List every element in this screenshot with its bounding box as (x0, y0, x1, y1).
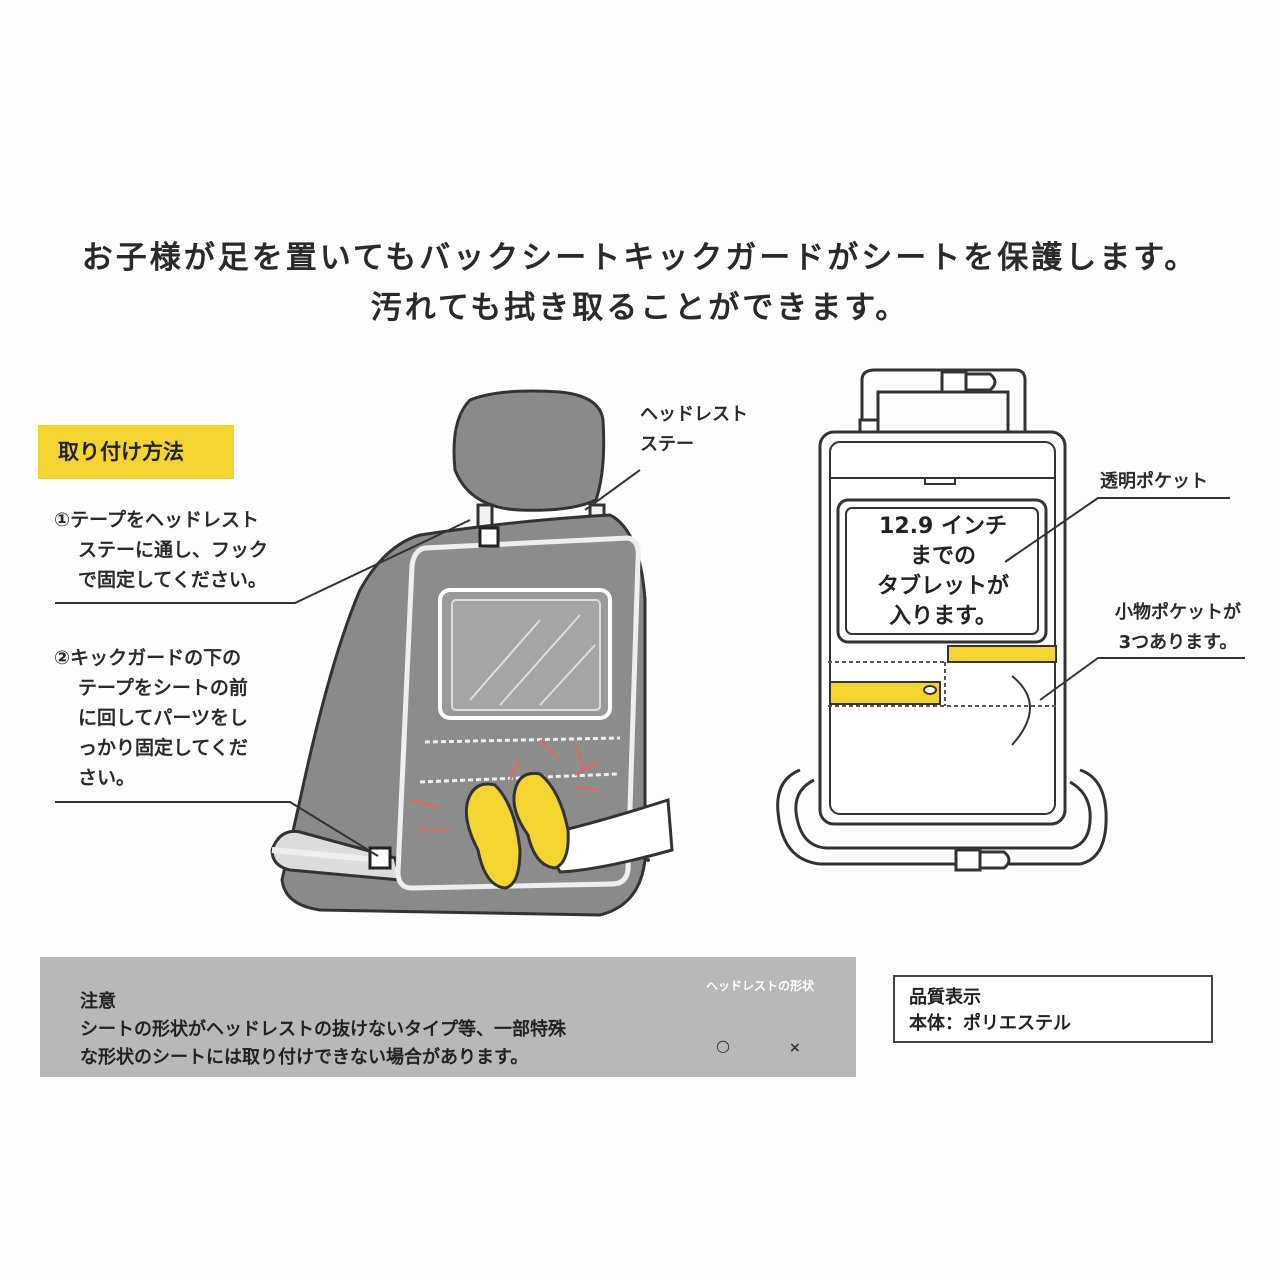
quality-label-box: 品質表示 本体：ポリエステル (893, 975, 1213, 1043)
small-pocket-line-2: 3つあります。 (1118, 632, 1238, 653)
bottom-buckle-b (978, 850, 1011, 870)
headrest-stay-line-2: ステー (640, 434, 694, 455)
headrest-ok-mark: ○ (716, 1036, 730, 1055)
kick-impact-lines (409, 739, 601, 831)
install-step-1-line-1: ①テープをヘッドレスト (54, 509, 259, 531)
install-step-1-line-2: ステーに通し、フック (78, 539, 269, 561)
install-step-2-line-3: に回してパーツをし (78, 707, 249, 729)
headline-line-2: 汚れても拭き取ることができます。 (370, 290, 910, 326)
tablet-window-inner (451, 599, 601, 711)
notice-title: 注意 (80, 991, 116, 1012)
install-step-2-line-4: っかり固定してくだ (78, 737, 248, 759)
shoe-right (512, 771, 570, 870)
tablet-note-line-4: 入ります。 (889, 604, 997, 629)
notice-content: 注意 シートの形状がヘッドレストの抜けないタイプ等、一部特殊 な形状のシートには… (80, 988, 566, 1072)
strap-buckle-top (478, 526, 500, 548)
small-pocket-callout: 小物ポケットが 3つあります。 (1098, 598, 1258, 658)
tablet-size-note: 12.9 インチ までの タブレットが 入ります。 (858, 512, 1028, 632)
headrest-ng-mark: × (789, 1040, 801, 1056)
notice-line-1: シートの形状がヘッドレストの抜けないタイプ等、一部特殊 (80, 1019, 566, 1040)
tablet-note-line-2: までの (909, 544, 976, 569)
tablet-note-line-1: 12.9 インチ (879, 514, 1007, 539)
install-method-label: 取り付け方法 (38, 425, 234, 479)
clear-pocket-callout: 透明ポケット (1100, 471, 1208, 492)
install-step-1-line-3: で固定してください。 (78, 569, 267, 591)
headrest (452, 389, 606, 512)
left-leader-lines (55, 469, 641, 857)
install-step-2: ②キックガードの下の テープをシートの前 に回してパーツをし っかり固定してくだ… (54, 643, 248, 793)
small-pocket-highlight-1 (947, 645, 1057, 663)
headrest-stay-line-1: ヘッドレスト (640, 404, 748, 425)
child-leg (537, 797, 674, 874)
headrest-stay-callout: ヘッドレスト ステー (640, 400, 748, 460)
quality-title: 品質表示 (909, 987, 981, 1008)
small-pocket-line-1: 小物ポケットが (1115, 602, 1241, 623)
shoe-left (464, 782, 522, 890)
quality-body: 本体：ポリエステル (909, 1013, 1071, 1034)
strap-buckle-bottom (368, 846, 392, 870)
top-buckle-b (964, 372, 997, 392)
clear-pocket-window (836, 498, 1048, 644)
install-step-2-line-5: さい。 (78, 767, 136, 789)
tablet-note-line-3: タブレットが (876, 574, 1009, 599)
bottom-buckle-a (954, 848, 982, 872)
install-step-1: ①テープをヘッドレスト ステーに通し、フック で固定してください。 (54, 505, 268, 595)
small-pocket-highlight-2 (829, 681, 941, 705)
notice-box (40, 957, 856, 1077)
kick-guard-flat-illustration (776, 368, 1108, 872)
headrest-shape-label: ヘッドレストの形状 (705, 979, 814, 993)
install-step-2-line-1: ②キックガードの下の (54, 647, 242, 669)
top-buckle-a (940, 370, 968, 394)
car-seat-illustration (270, 389, 674, 917)
install-step-2-line-2: テープをシートの前 (78, 677, 248, 699)
notice-line-2: な形状のシートには取り付けできない場合があります。 (80, 1047, 529, 1068)
headline-line-1: お子様が足を置いてもバックシートキックガードがシートを保護します。 (81, 240, 1199, 276)
right-leader-lines (1004, 497, 1245, 701)
